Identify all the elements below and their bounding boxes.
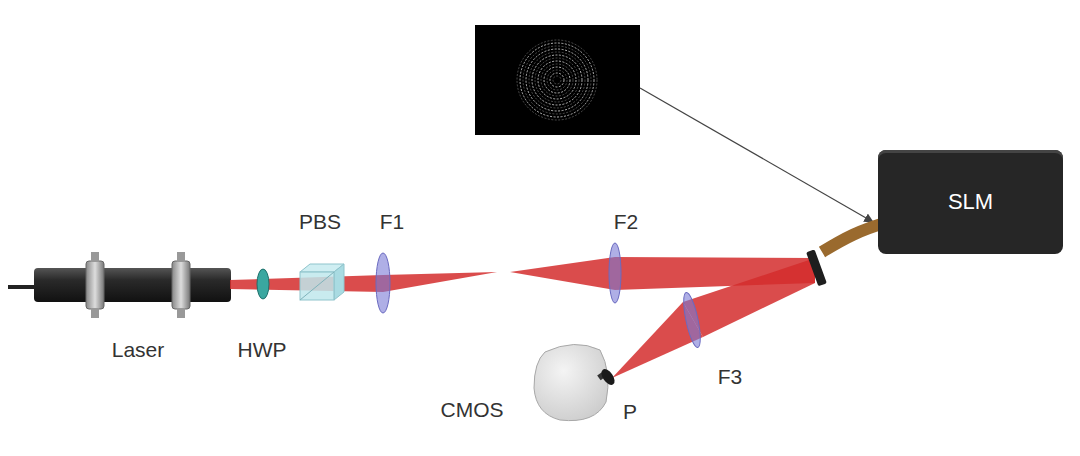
laser-body: [8, 252, 231, 318]
laser-beam: [230, 257, 815, 378]
leader-line: [640, 88, 873, 222]
part-label: Laser: [112, 338, 165, 362]
part-label: P: [623, 400, 637, 424]
part-label: F3: [718, 365, 743, 389]
slm-panel: [806, 249, 827, 286]
device-label: SLM: [948, 189, 993, 215]
part-label: CMOS: [441, 398, 504, 422]
lens: [680, 291, 703, 348]
beam-splitter-cube: [300, 264, 344, 300]
lens: [376, 253, 390, 313]
cmos-camera: [534, 344, 617, 420]
lens: [609, 243, 621, 303]
polarizer: [599, 367, 618, 387]
slm-device: SLM: [878, 150, 1063, 254]
part-label: F1: [380, 210, 405, 234]
slm-pattern-inset: [475, 25, 640, 135]
part-label: F2: [614, 210, 639, 234]
half-wave-plate: [257, 269, 269, 299]
part-label: PBS: [299, 210, 341, 234]
part-label: HWP: [238, 338, 287, 362]
